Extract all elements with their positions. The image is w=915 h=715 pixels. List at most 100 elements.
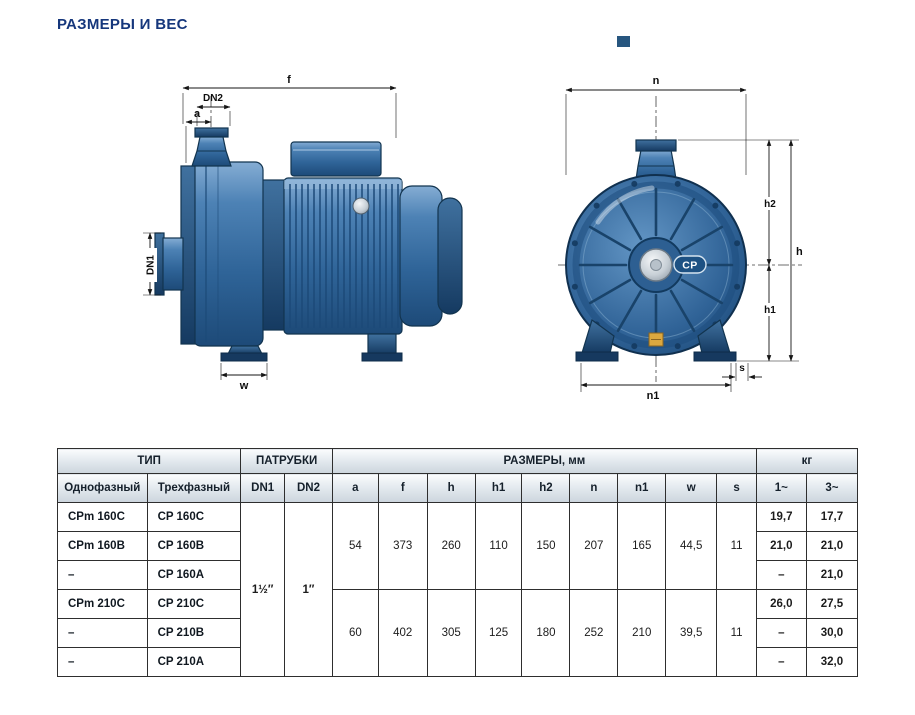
header-dim-h2: h2 [521,473,571,503]
dim-f-cell: 373 [377,502,428,590]
pump-technical-drawing: f DN2 a DN1 [143,36,806,402]
dim-h1: h1 [761,264,778,362]
model-three-cell: CP 210B [146,618,242,648]
model-three-cell: CP 210A [146,647,242,677]
dim-h2-cell: 150 [521,502,571,590]
dim-n-cell: 207 [569,502,619,590]
header-single-phase: Однофазный [57,473,148,503]
casing-ribs [578,187,734,343]
header-weight-group: кг [755,448,859,474]
dimensions-table-wrapper: ТИП ПАТРУБКИ РАЗМЕРЫ, мм кг Однофазный Т… [56,448,859,677]
fan-cover [437,197,463,315]
dim-n-cell: 252 [569,589,619,677]
dim-label-dn1: DN1 [146,255,157,275]
inlet-port [162,237,184,291]
header-three-phase: Трехфазный [146,473,242,503]
kg1-cell: – [755,560,807,590]
bearing-cap [352,197,370,215]
dim-s-cell: 11 [716,589,757,677]
model-single-cell: CPm 160C [57,502,148,532]
dim-label-a: a [194,108,201,120]
pump-front-view: CP n [558,75,806,402]
header-dim-a: a [331,473,379,503]
casing-highlight [595,185,655,225]
kg3-cell: 30,0 [805,618,859,648]
motor-fins [289,184,399,328]
dim-w: w [220,363,268,392]
dim-h1-cell: 110 [474,502,523,590]
model-three-cell: CP 160C [146,502,242,532]
cp-badge-text: CP [682,260,698,272]
dim-dn1: DN1 [143,232,161,296]
dim-w-cell: 39,5 [665,589,718,677]
dim-n1-cell: 210 [617,589,667,677]
dim-n1-cell: 165 [617,502,667,590]
kg3-cell: 17,7 [805,502,859,532]
dim-f: f [182,74,397,138]
dim-dn2: DN2 [196,93,231,126]
kg1-cell: – [755,647,807,677]
dim-label-n1: n1 [647,390,660,402]
header-type-group: ТИП [56,448,242,474]
header-kg3: 3~ [805,473,859,503]
dim-h: h [788,139,806,362]
dim-a-cell: 54 [331,502,379,590]
kg3-cell: 21,0 [805,560,859,590]
dim-label-h2: h2 [764,199,776,210]
header-dim-w: w [665,473,718,503]
model-single-cell: – [57,560,148,590]
rear-foot [367,333,397,355]
header-dim-f: f [377,473,428,503]
shaft-center [650,259,662,271]
kg3-cell: 32,0 [805,647,859,677]
dim-h-cell: 260 [426,502,476,590]
kg1-cell: 21,0 [755,531,807,561]
dn1-value-cell: 1½″ [240,502,286,677]
dim-h2-cell: 180 [521,589,571,677]
dim-label-n: n [653,75,660,87]
dim-label-f: f [287,74,291,86]
dim-label-dn2: DN2 [203,93,223,104]
corner-mark [617,36,630,47]
dim-n1: n1 [580,363,732,402]
right-foot-base [693,351,737,362]
kg3-cell: 27,5 [805,589,859,619]
pump-side-view: f DN2 a DN1 [143,74,463,392]
model-single-cell: – [57,618,148,648]
header-dim-n1: n1 [617,473,667,503]
kg1-cell: 19,7 [755,502,807,532]
discharge-flange [635,139,677,152]
header-kg1: 1~ [755,473,807,503]
dim-label-h: h [796,246,803,258]
header-dim-h: h [426,473,476,503]
table-row: CPm 160C CP 160C 1½″ 1″ 54 373 260 110 1… [57,502,859,677]
dimensions-table: ТИП ПАТРУБКИ РАЗМЕРЫ, мм кг Однофазный Т… [56,448,859,677]
header-dn2: DN2 [284,473,333,503]
header-dim-n: n [569,473,619,503]
dim-label-s: s [739,363,745,374]
model-three-cell: CP 160B [146,531,242,561]
left-foot-base [575,351,619,362]
dn2-value-cell: 1″ [284,502,333,677]
header-dn1: DN1 [240,473,286,503]
header-dims-group: РАЗМЕРЫ, мм [331,448,757,474]
dim-label-h1: h1 [764,305,776,316]
suction-flange [194,127,229,138]
dim-w-cell: 44,5 [665,502,718,590]
pump-casing [192,161,264,347]
drain-plug [648,332,664,347]
terminal-box [290,141,382,177]
cp-badge: CP [673,255,707,274]
dim-a: a [185,108,212,163]
model-single-cell: – [57,647,148,677]
model-three-cell: CP 160A [146,560,242,590]
dim-label-w: w [239,380,249,392]
dim-h2: h2 [761,139,778,266]
kg1-cell: 26,0 [755,589,807,619]
table-row: CPm 210C CP 210C 60 402 305 125 180 252 … [57,589,859,677]
dim-s-cell: 11 [716,502,757,590]
kg1-cell: – [755,618,807,648]
model-single-cell: CPm 160B [57,531,148,561]
page-title: РАЗМЕРЫ И ВЕС [57,16,188,33]
